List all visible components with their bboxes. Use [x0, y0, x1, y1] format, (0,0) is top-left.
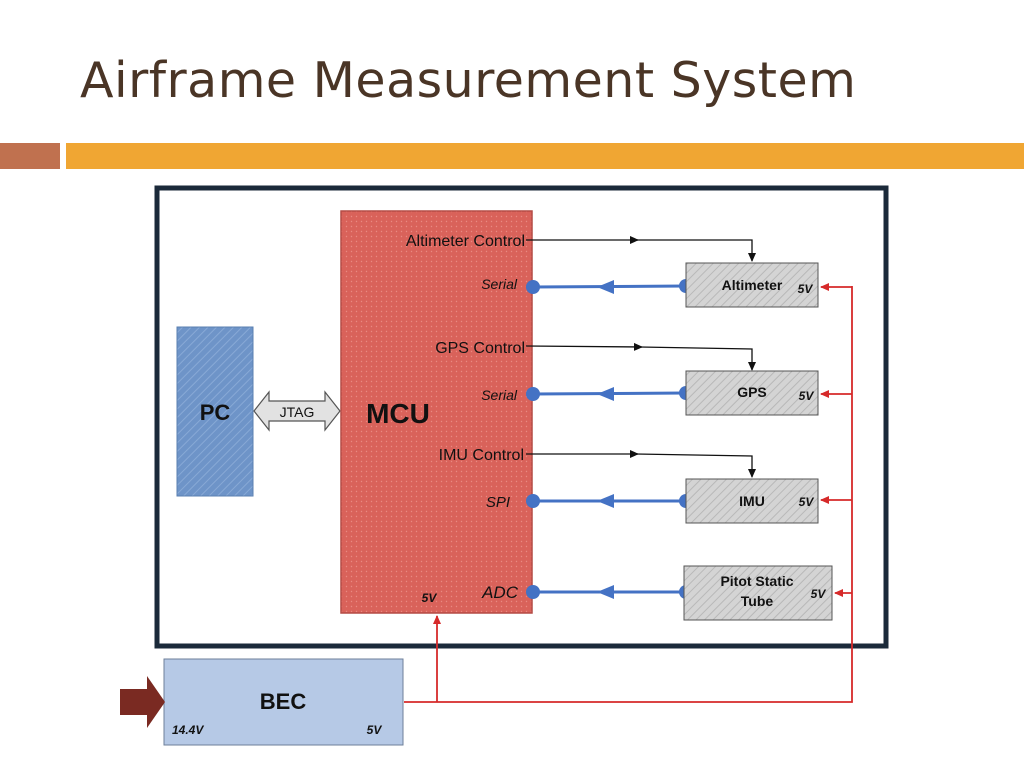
- pitot-static-tube-block: [683, 565, 833, 621]
- imu-control-line: [635, 453, 756, 478]
- altimeter-serial-link: [526, 279, 693, 294]
- mcu-block: [340, 210, 533, 614]
- bec-input-voltage-label: 14.4V: [172, 723, 204, 737]
- altimeter-control-label: Altimeter Control: [406, 233, 525, 250]
- gps-control-arrow: [525, 342, 643, 351]
- title-accent-square: [0, 143, 60, 169]
- control-lines: [525, 236, 756, 478]
- gps-control-line: [639, 346, 756, 371]
- jtag-label: JTAG: [280, 404, 315, 420]
- altimeter-control-line: [636, 239, 756, 262]
- pitot-label-line1: Pitot Static: [720, 573, 793, 589]
- altimeter-serial-label: Serial: [481, 276, 518, 292]
- power-input-arrow: [120, 676, 165, 728]
- gps-serial-label: Serial: [481, 387, 518, 403]
- imu-voltage-label: 5V: [799, 495, 815, 509]
- pitot-voltage-label: 5V: [811, 587, 827, 601]
- gps-block: [685, 370, 819, 416]
- pitot-label-line2: Tube: [741, 593, 774, 609]
- slide-title: Airframe Measurement System: [80, 52, 857, 109]
- altimeter-block: [685, 262, 819, 308]
- imu-block: [685, 478, 819, 524]
- power-bus-line: [404, 286, 853, 703]
- bec-output-voltage-label: 5V: [367, 723, 383, 737]
- power-lines: [404, 283, 853, 703]
- bec-block: [163, 658, 404, 746]
- pc-label: PC: [200, 400, 231, 425]
- bec-label: BEC: [260, 689, 307, 714]
- imu-spi-label: SPI: [486, 494, 510, 511]
- pc-block: [176, 326, 254, 497]
- mcu-voltage-label: 5V: [422, 591, 438, 605]
- imu-label: IMU: [739, 493, 765, 509]
- jtag-link-arrow: [253, 390, 341, 432]
- imu-control-label: IMU Control: [439, 447, 524, 464]
- gps-voltage-label: 5V: [799, 389, 815, 403]
- adc-label: ADC: [481, 583, 519, 602]
- altimeter-voltage-label: 5V: [798, 282, 814, 296]
- title-accent-bar: [66, 143, 1024, 169]
- gps-control-label: GPS Control: [435, 340, 525, 357]
- mcu-label: MCU: [366, 398, 430, 429]
- gps-label: GPS: [737, 384, 767, 400]
- altimeter-label: Altimeter: [722, 277, 783, 293]
